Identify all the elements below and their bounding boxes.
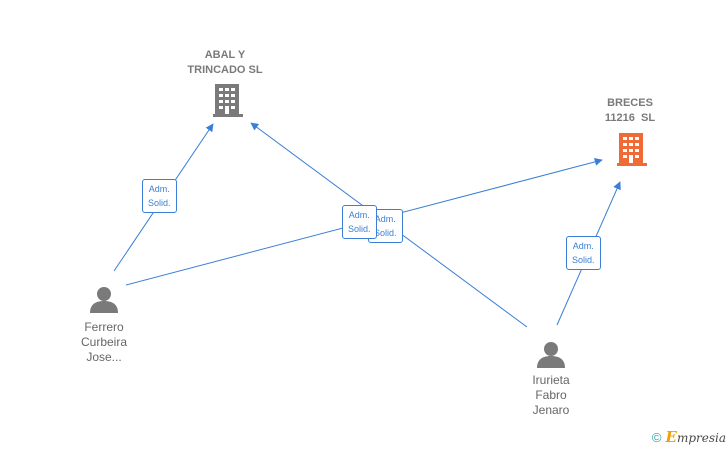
edge-label-irurieta-breces[interactable]: Adm. Solid. bbox=[566, 236, 601, 270]
building-icon[interactable] bbox=[617, 133, 647, 166]
person-icon[interactable] bbox=[537, 342, 565, 368]
person-name-irurieta[interactable]: Irurieta Fabro Jenaro bbox=[532, 373, 570, 417]
copyright-symbol: © bbox=[651, 429, 662, 445]
company-name-breces[interactable]: BRECES 11216 SL bbox=[604, 97, 656, 124]
empresia-logo: Empresia bbox=[665, 428, 727, 446]
building-icon[interactable] bbox=[213, 84, 243, 117]
edge-label-ferrero-breces[interactable]: Adm. Solid. bbox=[342, 205, 377, 239]
edge-label-ferrero-abal[interactable]: Adm. Solid. bbox=[142, 179, 177, 213]
footer-watermark: © Empresia bbox=[652, 428, 726, 446]
person-name-ferrero[interactable]: Ferrero Curbeira Jose... bbox=[80, 320, 128, 364]
person-icon[interactable] bbox=[90, 287, 118, 313]
company-name-abal[interactable]: ABAL Y TRINCADO SL bbox=[187, 49, 263, 76]
